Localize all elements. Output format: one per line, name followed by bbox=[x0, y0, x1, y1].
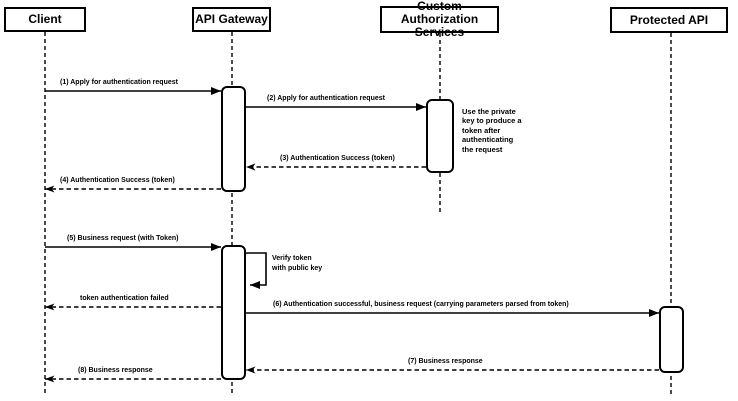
message-5-label: (5) Business request (with Token) bbox=[67, 235, 179, 242]
participant-label-client: Client bbox=[28, 12, 62, 27]
self-message-verify-token-label: Verify token with public key bbox=[272, 255, 323, 272]
participant-custom-authorization-services: Custom Authorization Services bbox=[380, 0, 499, 38]
message-7-label: (6) Authentication successful, business … bbox=[273, 301, 569, 308]
activation-custom-auth-services bbox=[426, 99, 454, 173]
activation-protected-api bbox=[659, 306, 684, 373]
participant-api-gateway: API Gateway bbox=[192, 7, 271, 32]
participant-client: Client bbox=[4, 7, 86, 32]
message-4-label: (4) Authentication Success (token) bbox=[60, 177, 175, 184]
activation-api-gateway-auth bbox=[221, 86, 246, 192]
participant-label-custom-authorization-services: Custom Authorization Services bbox=[400, 0, 479, 39]
self-message-verify-token-arrow bbox=[246, 252, 267, 289]
message-6-label: token authentication failed bbox=[80, 295, 169, 302]
message-1-label: (1) Apply for authentication request bbox=[60, 79, 178, 86]
participant-protected-api: Protected API bbox=[610, 7, 728, 33]
participant-label-protected-api: Protected API bbox=[629, 12, 709, 27]
message-9-label: (8) Business response bbox=[78, 367, 153, 374]
message-2-label: (2) Apply for authentication request bbox=[267, 95, 385, 102]
participant-label-api-gateway: API Gateway bbox=[195, 12, 268, 27]
note-use-private-key: Use the private key to produce a token a… bbox=[462, 107, 522, 154]
activation-api-gateway-business bbox=[221, 245, 246, 380]
message-3-label: (3) Authentication Success (token) bbox=[280, 155, 395, 162]
message-8-label: (7) Business response bbox=[408, 358, 483, 365]
